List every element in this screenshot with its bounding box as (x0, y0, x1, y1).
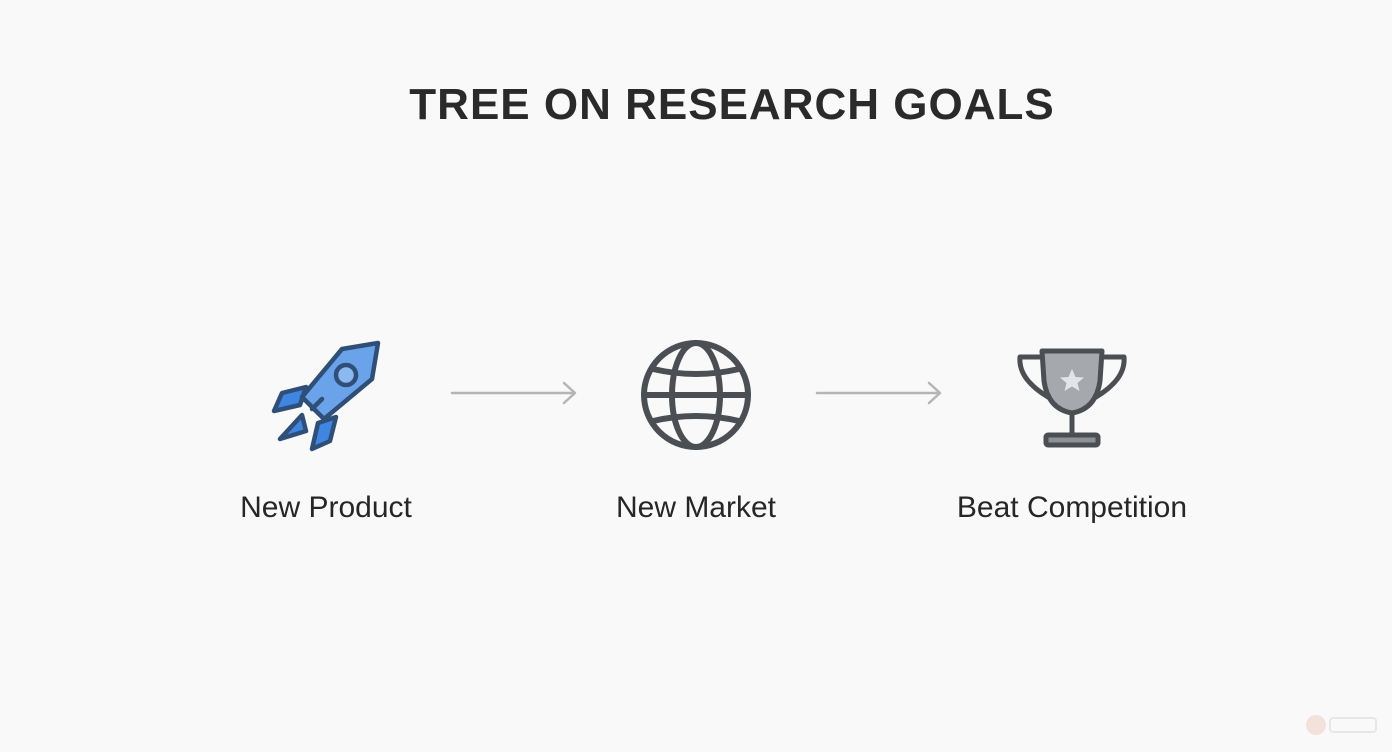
goal-node-new-product: New Product (176, 335, 476, 525)
node-label: New Product (240, 491, 412, 524)
watermark-logo (1304, 712, 1380, 738)
globe-icon (636, 335, 756, 455)
rocket-icon (266, 335, 386, 455)
title-container: TREE ON RESEARCH GOALS (0, 80, 1392, 130)
flow-arrow (450, 380, 580, 406)
trophy-icon (1012, 335, 1132, 455)
goal-node-beat-competition: Beat Competition (922, 335, 1222, 525)
node-label: New Market (615, 491, 777, 524)
flow-arrow (815, 380, 945, 406)
diagram-title: TREE ON RESEARCH GOALS (409, 80, 1055, 129)
goal-node-new-market: New Market (546, 335, 846, 525)
node-label: Beat Competition (956, 491, 1188, 524)
